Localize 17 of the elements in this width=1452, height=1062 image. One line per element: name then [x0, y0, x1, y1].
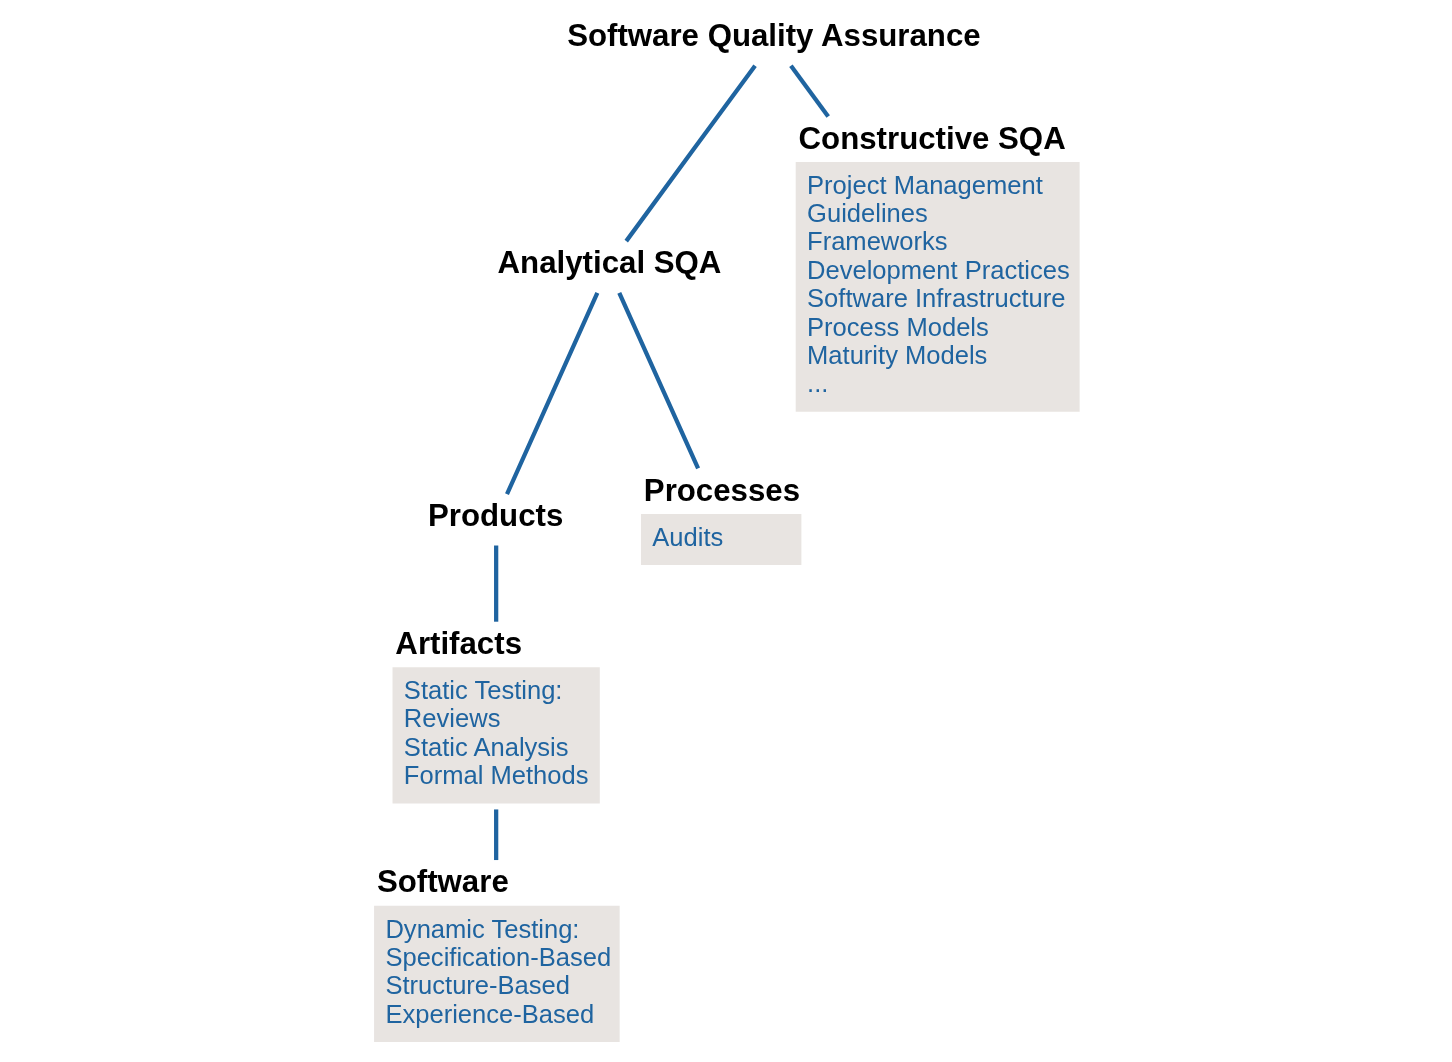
- node-label: Processes: [643, 472, 800, 508]
- node-text: Products: [427, 498, 563, 534]
- node-label: Software: [376, 864, 509, 900]
- node-box: Static Testing: Reviews Static Analysis Formal Methods: [392, 667, 600, 804]
- node-label: Artifacts: [394, 625, 522, 661]
- connector: [504, 291, 599, 495]
- connector: [493, 545, 498, 622]
- node-text: Analytical SQA: [497, 245, 721, 281]
- connector: [616, 291, 700, 470]
- connector: [788, 64, 830, 118]
- connector: [624, 64, 757, 243]
- node-box: Dynamic Testing: Specification-Based Structure-Based Experience-Based: [373, 905, 620, 1043]
- node-label: Constructive SQA: [798, 120, 1066, 156]
- node-box: Project Management Guidelines Frameworks Development Practices Software Infrastructure Process Models Maturity Models ...: [795, 161, 1080, 412]
- node-box: Audits: [640, 513, 801, 566]
- node-text: Software Quality Assurance: [566, 18, 981, 54]
- connector: [493, 809, 498, 861]
